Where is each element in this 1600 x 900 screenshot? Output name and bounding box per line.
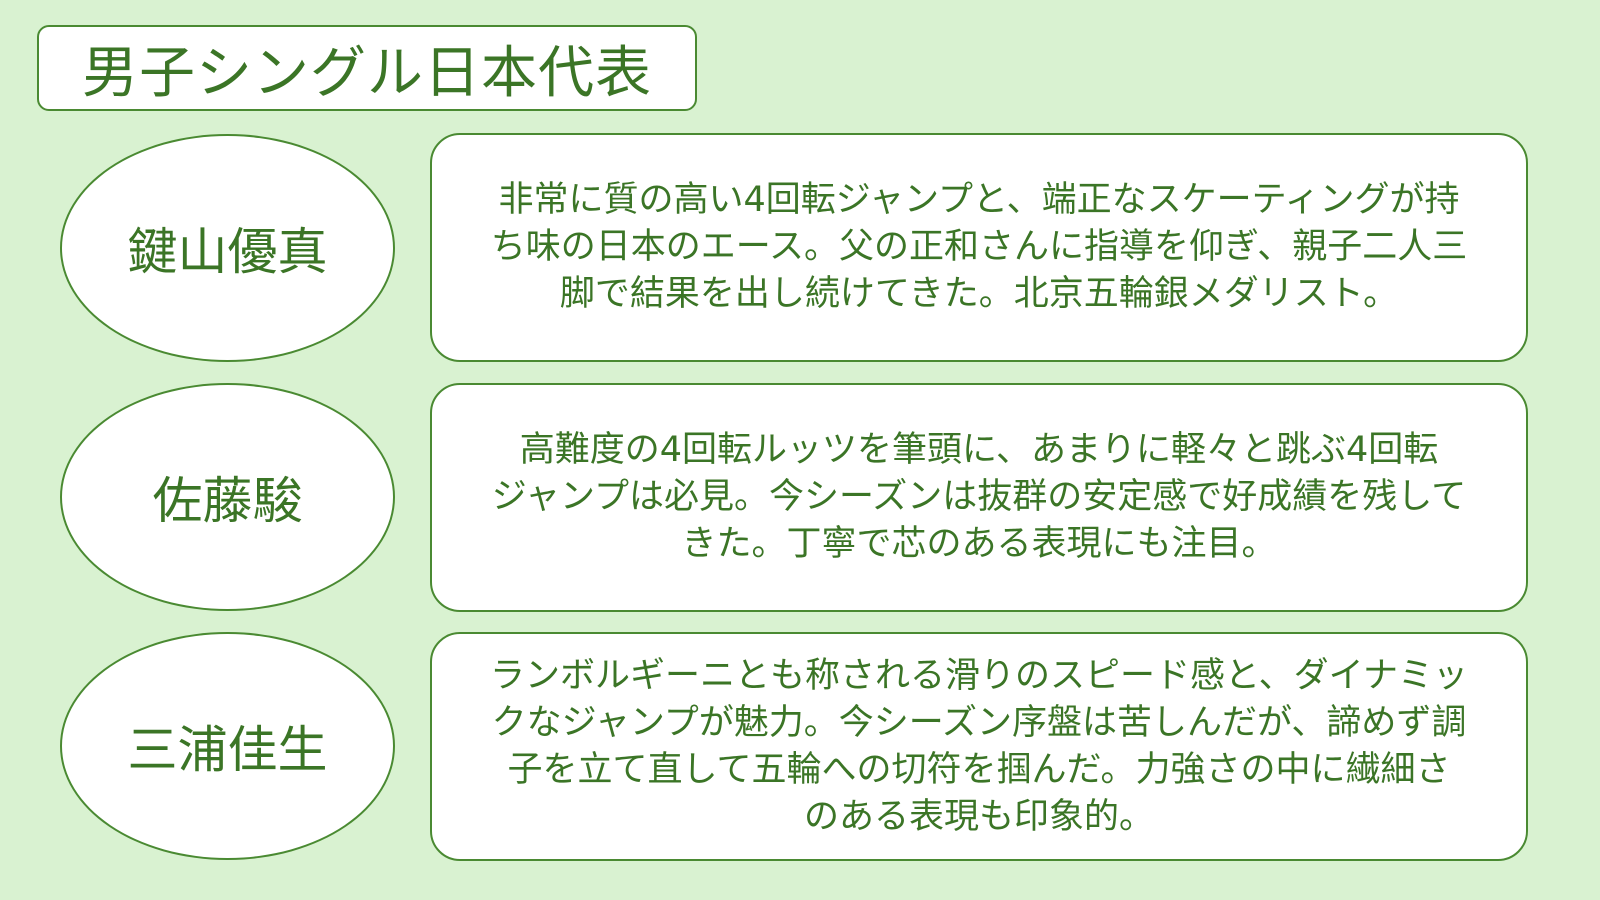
description-line: 高難度の4回転ルッツを筆頭に、あまりに軽々と跳ぶ4回転	[519, 430, 1439, 470]
athlete-name-ellipse: 佐藤駿	[60, 383, 395, 611]
description-line: クなジャンプが魅力。今シーズン序盤は苦しんだが、諦めず調	[491, 702, 1467, 743]
athlete-name: 鍵山優真	[127, 223, 328, 281]
description-line: ジャンプは必見。今シーズンは抜群の安定感で好成績を残して	[491, 477, 1467, 517]
description-line: ランボルギーニとも称される滑りのスピード感と、ダイナミッ	[490, 655, 1468, 696]
description-line: ち味の日本のエース。父の正和さんに指導を仰ぎ、親子二人三	[490, 227, 1468, 267]
description-line: のある表現も印象的。	[803, 796, 1154, 837]
description-line: 非常に質の高い4回転ジャンプと、端正なスケーティングが持	[498, 180, 1460, 220]
athlete-name-ellipse: 鍵山優真	[60, 134, 395, 362]
athlete-name: 三浦佳生	[127, 721, 328, 779]
description-line: 脚で結果を出し続けてきた。北京五輪銀メダリスト。	[559, 274, 1399, 314]
slide-title: 男子シングル日本代表	[82, 40, 652, 106]
slide-title-box: 男子シングル日本代表	[37, 25, 697, 111]
athlete-description-box: ランボルギーニとも称される滑りのスピード感と、ダイナミッ クなジャンプが魅力。今…	[430, 632, 1528, 861]
description-line: 子を立て直して五輪への切符を掴んだ。力強さの中に繊細さ	[507, 749, 1451, 790]
athlete-description-box: 高難度の4回転ルッツを筆頭に、あまりに軽々と跳ぶ4回転 ジャンプは必見。今シーズ…	[430, 383, 1528, 612]
athlete-name-ellipse: 三浦佳生	[60, 632, 395, 860]
description-line: きた。丁寧で芯のある表現にも注目。	[681, 524, 1277, 564]
athlete-name: 佐藤駿	[152, 472, 303, 530]
athlete-description-box: 非常に質の高い4回転ジャンプと、端正なスケーティングが持 ち味の日本のエース。父…	[430, 133, 1528, 362]
